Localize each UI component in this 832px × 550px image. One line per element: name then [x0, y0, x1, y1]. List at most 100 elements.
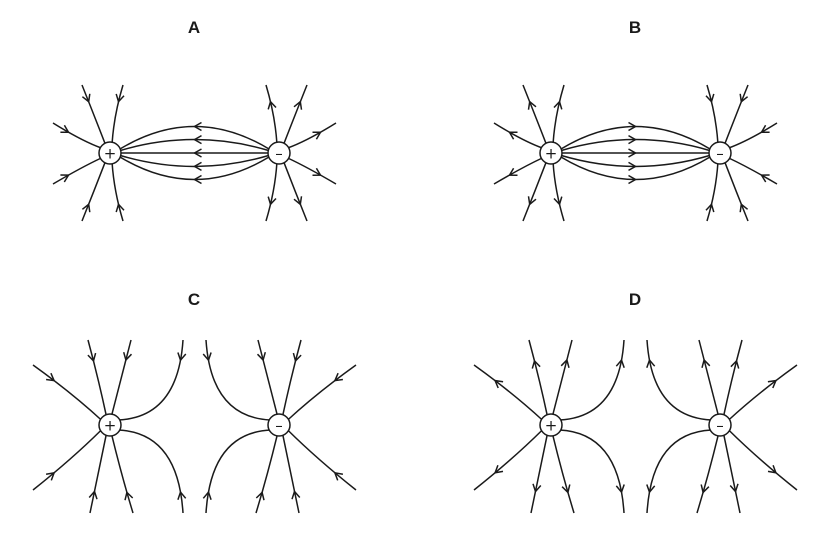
field-line-b-pos-4-arrow	[508, 167, 518, 176]
field-line-c-right-7-arrow	[255, 490, 265, 501]
field-line-b-pos-6-arrow	[553, 196, 563, 206]
field-line-a-neg-3	[287, 122, 337, 149]
field-line-b-arc-3-arrow	[628, 148, 638, 158]
charge-sign-d-2: –	[716, 417, 724, 435]
field-line-d-left-4	[559, 339, 625, 421]
field-line-c-left-3	[110, 339, 132, 416]
field-line-c-left-7-arrow	[124, 490, 134, 501]
field-line-d-right-2	[722, 339, 743, 416]
field-line-c-right-1-arrow	[333, 372, 344, 382]
field-line-d-left-4-arrow	[615, 358, 625, 368]
field-line-a-pos-2	[111, 84, 124, 144]
field-line-c-right-7	[255, 434, 279, 514]
field-lines-a	[52, 84, 337, 222]
field-line-b-arc-1-arrow	[628, 121, 638, 132]
field-line-d-left-1	[473, 364, 543, 421]
field-line-a-neg-4	[287, 157, 337, 185]
field-line-b-pos-5	[522, 161, 547, 222]
field-line-a-neg-5	[283, 161, 308, 222]
field-line-d-right-5	[728, 429, 798, 491]
field-line-a-neg-2-arrow	[267, 100, 277, 110]
field-line-b-neg-1	[724, 84, 749, 145]
charge-sign-c-2: –	[275, 417, 283, 435]
panel-a: A + –	[52, 18, 337, 222]
field-line-d-left-6-arrow	[532, 483, 542, 493]
field-line-a-pos-5	[81, 161, 106, 222]
field-line-b-arc-4	[560, 154, 711, 168]
field-line-b-neg-4	[728, 157, 778, 185]
field-line-b-pos-2-arrow	[553, 100, 563, 110]
field-line-b-neg-5-arrow	[739, 202, 749, 213]
field-line-c-right-3-arrow	[256, 351, 267, 362]
field-line-c-right-3	[257, 339, 279, 416]
field-line-d-left-2	[528, 339, 549, 416]
field-line-a-neg-6	[265, 162, 278, 222]
negative-charge-c: –	[267, 413, 291, 437]
field-line-d-right-5-arrow	[767, 464, 778, 474]
field-line-c-right-5	[287, 429, 357, 491]
field-line-d-right-8	[646, 429, 712, 514]
field-line-a-neg-2	[265, 84, 278, 144]
field-line-c-right-8-arrow	[202, 490, 212, 500]
field-line-b-neg-6-arrow	[705, 202, 715, 213]
field-lines-b	[493, 84, 778, 222]
field-line-c-left-7	[110, 434, 134, 514]
field-line-d-right-1	[728, 364, 798, 421]
field-line-b-pos-6	[552, 162, 565, 222]
field-line-c-left-8-arrow	[177, 490, 187, 500]
field-line-d-right-1-arrow	[767, 379, 778, 389]
field-line-d-left-7	[551, 434, 575, 514]
field-line-d-right-6-arrow	[729, 483, 739, 493]
field-line-c-right-2	[281, 339, 302, 416]
field-line-b-neg-2	[706, 84, 719, 144]
field-line-b-pos-3	[493, 122, 543, 149]
field-line-a-neg-6-arrow	[267, 196, 277, 206]
field-line-a-pos-3	[52, 122, 102, 149]
panel-label-d: D	[629, 290, 641, 309]
field-line-c-left-2-arrow	[87, 352, 97, 363]
panel-label-a: A	[188, 18, 200, 37]
field-line-d-right-4-arrow	[646, 358, 656, 368]
field-line-d-right-4	[646, 339, 712, 421]
negative-charge-d: –	[708, 413, 732, 437]
field-line-a-arc-1-arrow	[192, 121, 202, 132]
negative-charge-b: –	[708, 141, 732, 165]
positive-charge-d: +	[539, 413, 563, 437]
field-line-d-right-3-arrow	[701, 358, 711, 368]
field-line-b-arc-5-arrow	[628, 174, 638, 185]
field-line-b-neg-4-arrow	[760, 174, 770, 183]
field-lines-c	[32, 339, 357, 514]
field-line-c-right-1	[287, 364, 357, 421]
field-line-d-left-5	[473, 429, 543, 491]
field-line-b-neg-6	[706, 162, 719, 222]
field-line-b-pos-1	[522, 84, 547, 145]
field-line-d-left-2-arrow	[531, 359, 541, 369]
field-line-c-left-4	[118, 339, 184, 421]
field-line-c-left-1	[32, 364, 102, 421]
field-line-a-pos-6	[111, 162, 124, 222]
field-line-a-arc-4-arrow	[192, 161, 202, 172]
field-line-c-right-5-arrow	[333, 471, 344, 481]
field-line-b-neg-1-arrow	[739, 93, 749, 104]
panel-label-c: C	[188, 290, 200, 309]
field-line-a-pos-4-arrow	[60, 174, 70, 183]
field-line-b-arc-4-arrow	[628, 161, 638, 172]
positive-charge-a: +	[98, 141, 122, 165]
field-line-a-neg-5-arrow	[293, 196, 303, 206]
field-line-a-pos-4	[52, 157, 102, 185]
field-line-c-left-4-arrow	[177, 352, 187, 362]
field-line-a-arc-3-arrow	[192, 148, 202, 158]
field-line-c-left-8	[118, 429, 184, 514]
charge-sign-b-1: +	[545, 145, 558, 163]
field-line-d-left-8	[559, 429, 625, 514]
panel-c: C + –	[32, 290, 357, 514]
field-line-c-right-8	[205, 429, 271, 514]
field-line-a-pos-1-arrow	[81, 93, 91, 104]
charge-sign-a-1: +	[104, 145, 117, 163]
field-line-d-left-3	[551, 339, 573, 416]
field-line-d-right-2-arrow	[730, 359, 740, 369]
field-line-a-arc-2	[119, 138, 270, 152]
field-line-b-arc-2	[560, 138, 711, 152]
charge-sign-d-1: +	[545, 417, 558, 435]
field-line-a-arc-5-arrow	[192, 174, 202, 185]
